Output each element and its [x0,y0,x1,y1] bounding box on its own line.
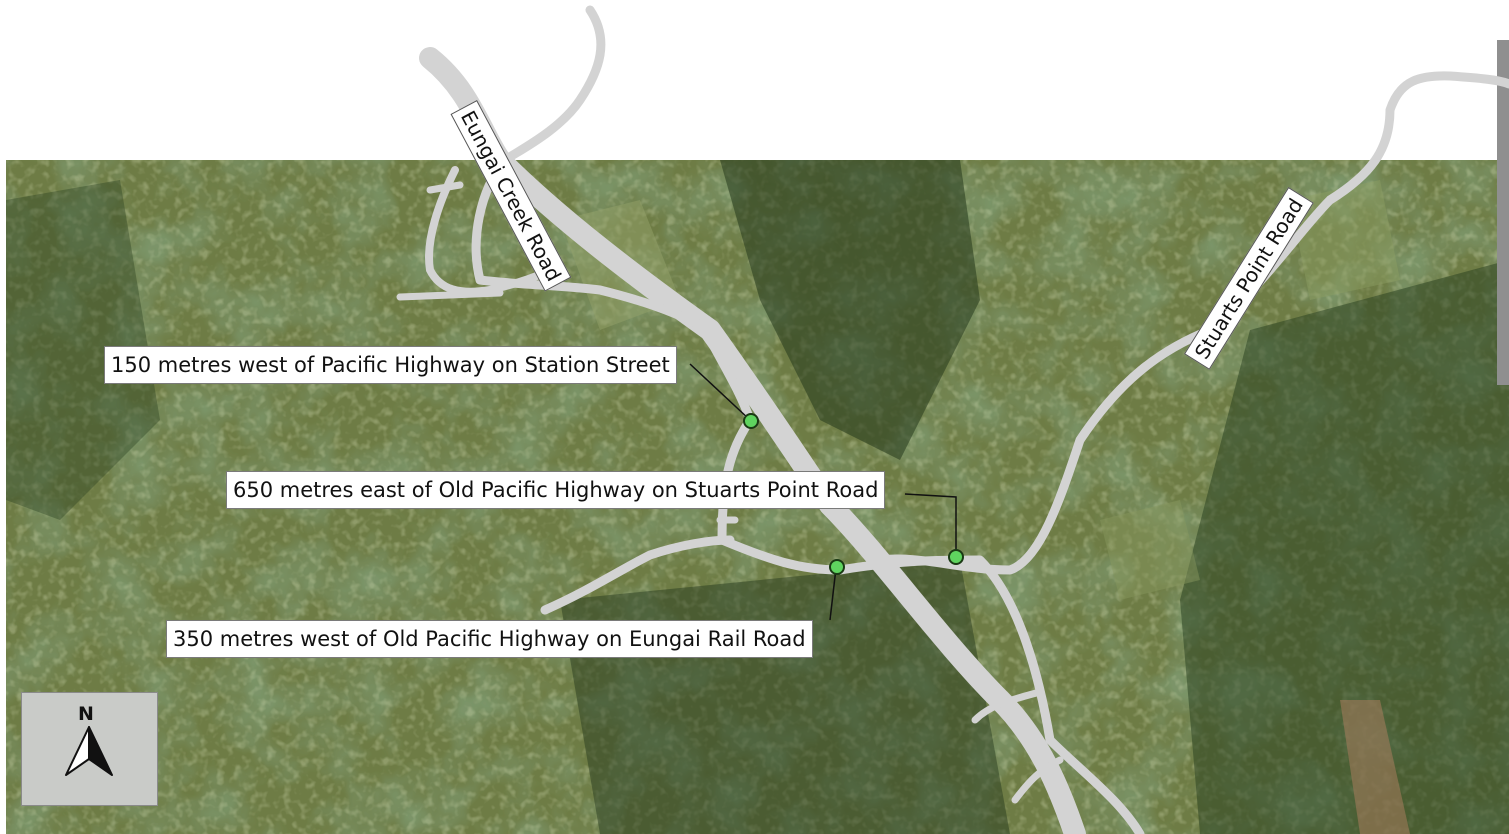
site-markers [743,413,964,575]
site-marker-stuarts-point-road [948,549,964,565]
north-letter: N [78,703,94,725]
site-marker-station-street [743,413,759,429]
site-label-stuarts-point-road: 650 metres east of Old Pacific Highway o… [226,471,886,509]
eungai-creek-road-path [471,5,705,330]
site-label-station-street: 150 metres west of Pacific Highway on St… [104,346,677,384]
north-arrow-icon [65,726,113,776]
eungai-rail-road-path [540,535,735,615]
site-label-eungai-rail-road: 350 metres west of Old Pacific Highway o… [166,620,813,658]
north-arrow: N [21,692,158,806]
site-marker-eungai-rail-road [829,559,845,575]
leader-lines [689,363,957,621]
